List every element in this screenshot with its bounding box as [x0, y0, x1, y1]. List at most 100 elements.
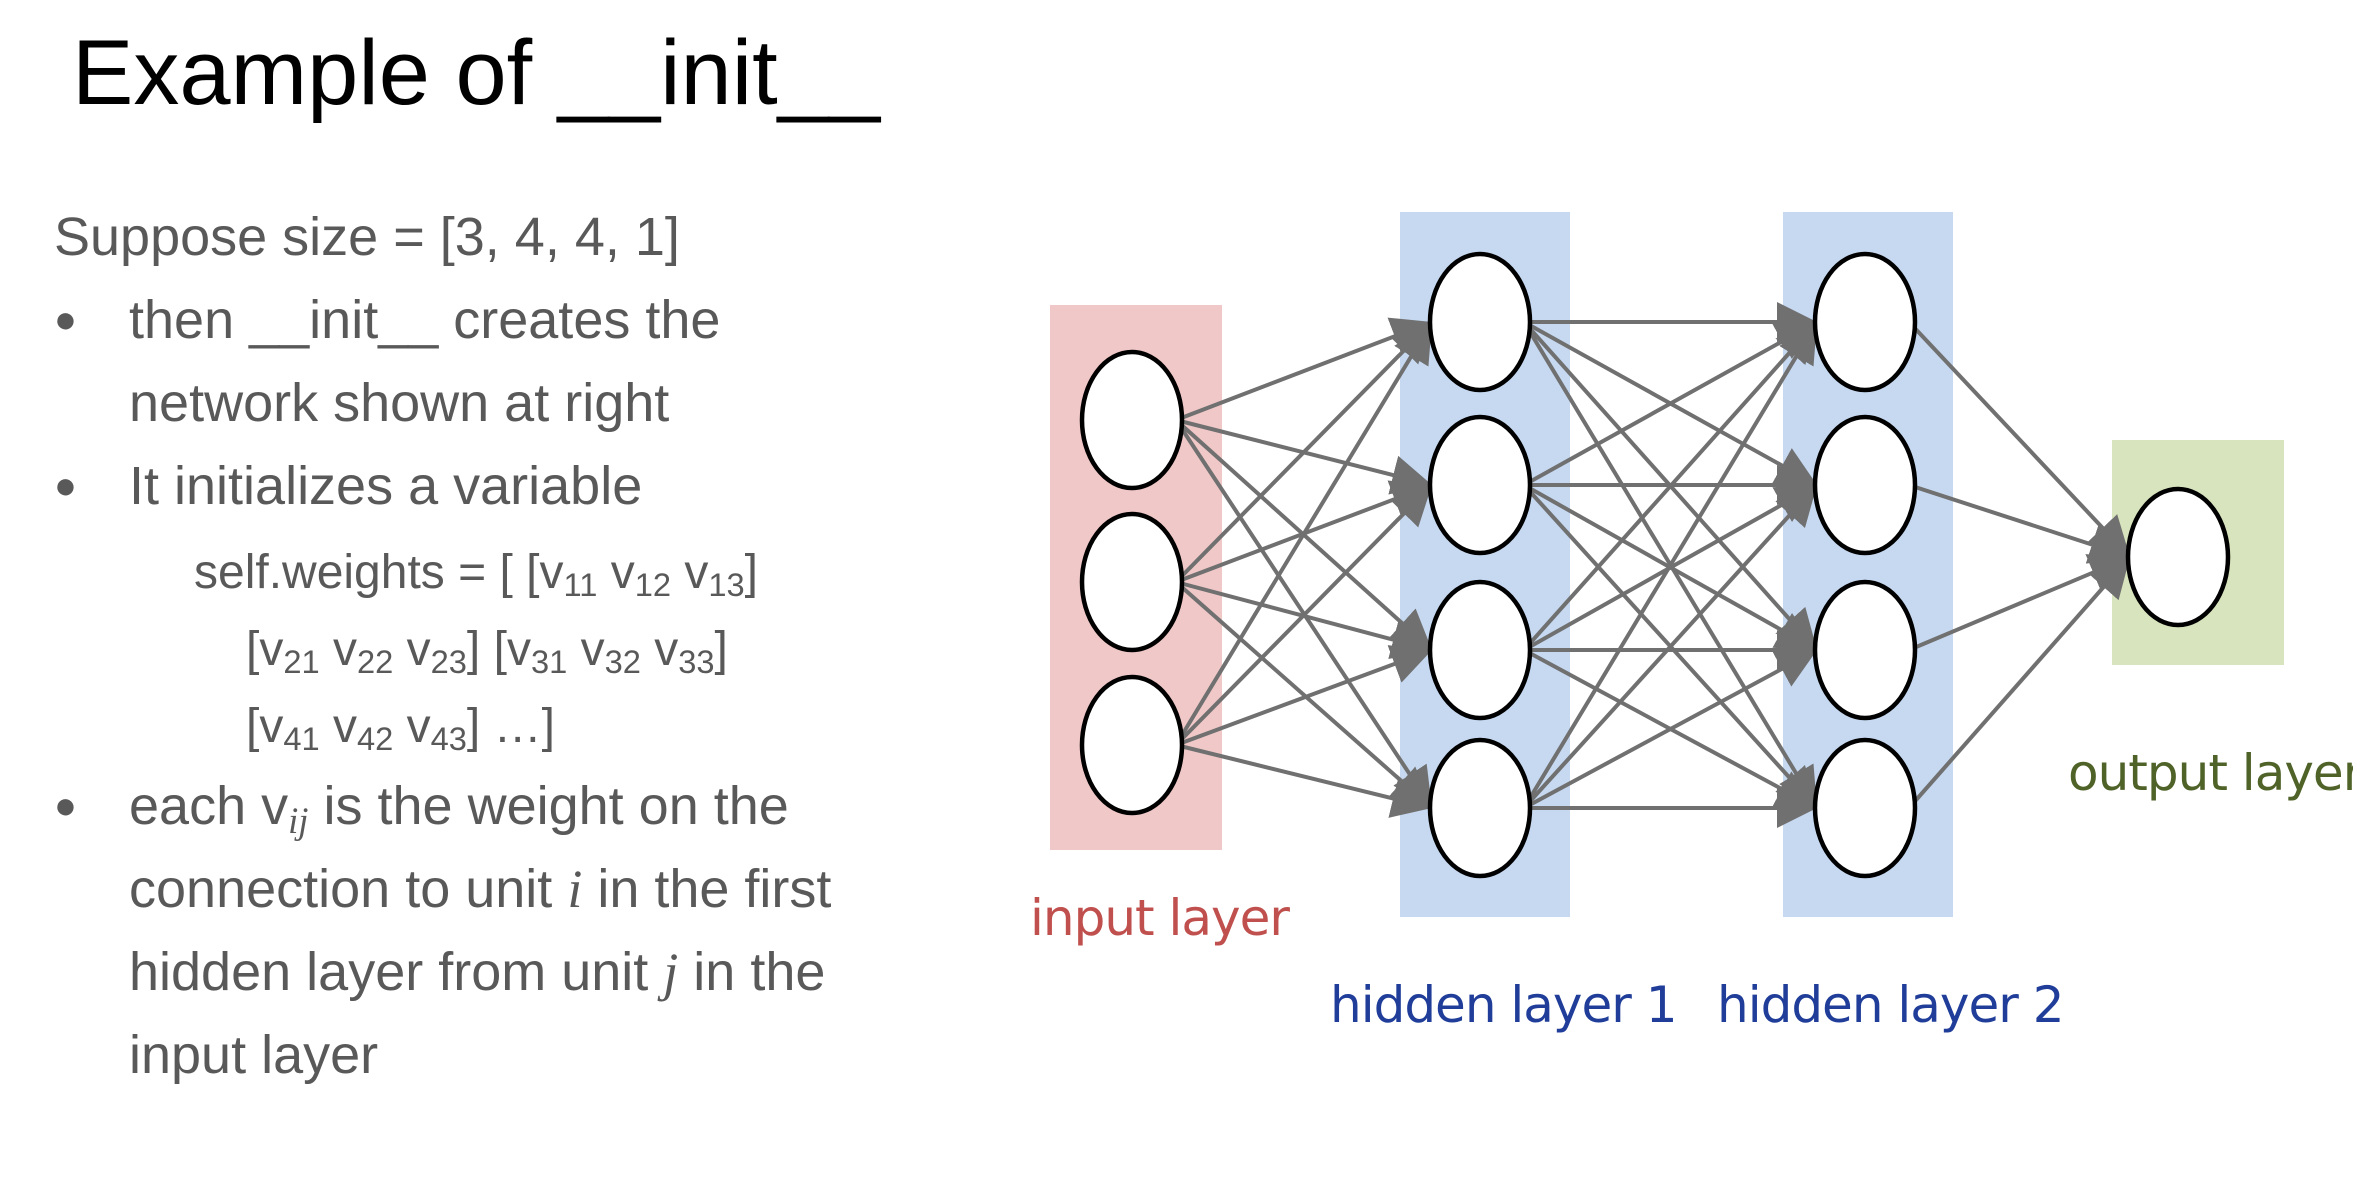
text-segment: hidden layer from unit — [129, 942, 664, 1002]
connections — [1174, 302, 2131, 828]
var-v: v — [406, 700, 431, 753]
bracket-close: ] — [466, 623, 481, 676]
bracket-close: ] — [744, 546, 758, 599]
bracket-open: [ — [493, 623, 507, 676]
unit-node — [1812, 737, 1918, 879]
space — [567, 623, 580, 676]
space — [320, 700, 333, 753]
space — [597, 546, 610, 599]
sub-41: 41 — [283, 720, 320, 758]
connection-edge — [1174, 322, 1433, 747]
unit-node — [1427, 579, 1533, 721]
layer-label-2: hidden layer 1 — [1330, 976, 1677, 1034]
var-v: v — [406, 623, 431, 676]
bullet-item-1: ● then __init__ creates the — [54, 279, 954, 362]
connection-edge — [1175, 645, 1432, 747]
sub-21: 21 — [283, 643, 320, 681]
text-segment: in the — [678, 942, 826, 1002]
weights-line-1: self.weights = [ [v11 v12 v13] — [54, 534, 954, 611]
connection-edge — [1522, 322, 1817, 652]
connection-edge — [1174, 418, 1433, 809]
connection-edge — [1522, 322, 1817, 810]
slide-body: Suppose size = [3, 4, 4, 1] ● then __ini… — [54, 196, 954, 1097]
connection-edge — [1175, 743, 1432, 818]
space — [393, 700, 406, 753]
bullet-item-3: ● each vij is the weight on the — [54, 765, 954, 848]
sub-11: 11 — [563, 566, 598, 604]
var-v: v — [610, 546, 635, 599]
layer-label-4: output layer — [2068, 744, 2353, 802]
connection-edge — [1174, 321, 1432, 584]
var-v: v — [332, 623, 357, 676]
layer-labels: input layer hidden layer 1 hidden layer 2 o… — [1030, 744, 2353, 1034]
weights-line-3: [v41 v42 v43] …] — [54, 688, 954, 765]
var-v: v — [259, 623, 284, 676]
bracket-close: ] — [466, 700, 481, 753]
connection-edge — [1908, 483, 2131, 564]
units — [1079, 251, 2231, 879]
bullet-2-text: It initializes a variable — [129, 456, 643, 516]
connection-edge — [1174, 580, 1433, 808]
connection-edge — [1523, 321, 1818, 487]
sub-31: 31 — [530, 643, 568, 681]
bullet-1-continuation: network shown at right — [129, 373, 670, 433]
unit-node — [1079, 674, 1185, 816]
ellipsis: …] — [480, 700, 555, 753]
space — [671, 546, 684, 599]
unit-node — [1079, 349, 1185, 491]
layer-label-1: input layer — [1030, 889, 1290, 947]
sub-43: 43 — [430, 720, 467, 758]
weights-lead: self.weights = [ [ — [194, 546, 540, 599]
sub-32: 32 — [604, 643, 641, 681]
slide-title: Example of __init__ — [72, 22, 881, 124]
var-v: v — [580, 623, 605, 676]
connection-edge — [1174, 485, 1432, 747]
var-i: i — [567, 859, 583, 919]
unit-node — [1812, 414, 1918, 556]
bullet-3-continuation-2: hidden layer from unit j in the — [54, 931, 954, 1014]
unit-node — [1427, 251, 1533, 393]
sub-ij: ij — [288, 800, 309, 842]
bracket-open: [ — [246, 623, 260, 676]
bullet-1-text: then __init__ creates the — [129, 290, 721, 350]
bracket-open: [ — [246, 700, 260, 753]
unit-node — [1427, 737, 1533, 879]
unit-node — [1812, 579, 1918, 721]
bullet-dot-icon: ● — [54, 299, 77, 341]
sub-33: 33 — [678, 643, 715, 681]
connection-edge — [1175, 317, 1433, 422]
var-v: v — [259, 700, 284, 753]
sub-12: 12 — [634, 566, 672, 604]
space — [393, 623, 406, 676]
unit-node — [1079, 511, 1185, 653]
bullet-3-continuation-1: connection to unit i in the first — [54, 848, 954, 931]
bullet-dot-icon: ● — [54, 785, 77, 827]
bullet-3-continuation-3: input layer — [129, 1025, 379, 1085]
bullet-item-2: ● It initializes a variable — [54, 445, 954, 528]
var-v: v — [539, 546, 564, 599]
bullet-3-prefix: each v — [129, 776, 289, 836]
layer-label-3: hidden layer 2 — [1717, 976, 2064, 1034]
bullet-dot-icon: ● — [54, 465, 77, 507]
sub-22: 22 — [356, 643, 394, 681]
var-v: v — [506, 623, 531, 676]
bracket-close: ] — [714, 623, 728, 676]
space — [641, 623, 654, 676]
connection-edge — [1907, 556, 2131, 810]
bullet-3-suffix: is the weight on the — [308, 776, 789, 836]
unit-node — [1812, 251, 1918, 393]
connection-edge — [1523, 650, 1817, 810]
connection-edge — [1522, 485, 1817, 810]
weights-line-2: [v21 v22 v23] [v31 v32 v33] — [54, 611, 954, 688]
unit-node — [2125, 486, 2231, 628]
var-v: v — [684, 546, 709, 599]
neural-network-diagram: input layer hidden layer 1 hidden layer 2 o… — [1030, 212, 2353, 1034]
var-v: v — [332, 700, 357, 753]
intro-line: Suppose size = [3, 4, 4, 1] — [54, 207, 680, 267]
sub-13: 13 — [708, 566, 745, 604]
text-segment: connection to unit — [129, 859, 568, 919]
space — [320, 623, 333, 676]
sub-42: 42 — [356, 720, 394, 758]
var-j: j — [663, 942, 679, 1002]
